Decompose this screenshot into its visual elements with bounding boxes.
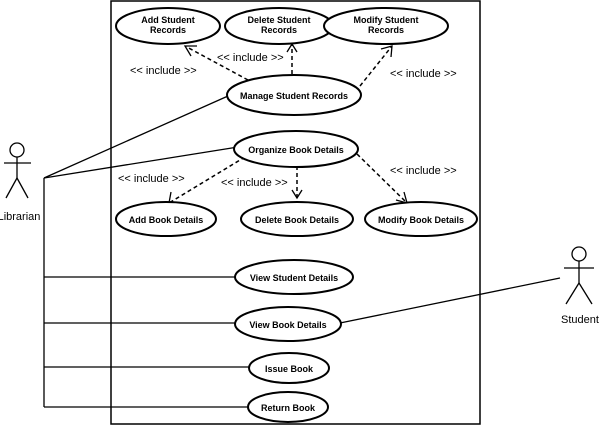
include-organize-to-modify-book — [356, 153, 408, 204]
use-case-modify-student-records[interactable]: Modify Student Records — [323, 7, 449, 45]
include-label-modify-book: << include >> — [390, 165, 457, 177]
librarian-associations — [43, 95, 249, 408]
svg-text:Add Student: Add Student — [141, 15, 195, 25]
svg-text:Modify Book Details: Modify Book Details — [378, 215, 464, 225]
svg-text:Records: Records — [261, 25, 297, 35]
include-manage-to-delete-student — [286, 42, 298, 74]
use-case-delete-book-details[interactable]: Delete Book Details — [240, 201, 354, 237]
association-student-view-book-details — [339, 277, 561, 324]
include-label-add-book: << include >> — [118, 173, 185, 185]
svg-text:Manage Student Records: Manage Student Records — [240, 91, 348, 101]
use-case-view-student-details[interactable]: View Student Details — [234, 259, 354, 295]
use-case-organize-book-details[interactable]: Organize Book Details — [233, 130, 359, 168]
student-actor[interactable]: Student — [561, 246, 599, 326]
svg-text:Organize Book Details: Organize Book Details — [248, 145, 344, 155]
svg-text:View Student Details: View Student Details — [250, 273, 338, 283]
librarian-head — [9, 142, 25, 158]
include-manage-to-add-student — [183, 45, 249, 81]
svg-text:Delete Student: Delete Student — [247, 15, 310, 25]
use-case-add-student-records[interactable]: Add Student Records — [115, 7, 221, 45]
librarian-actor[interactable]: Librarian — [0, 142, 40, 223]
student-head — [571, 246, 587, 262]
svg-text:Issue Book: Issue Book — [265, 364, 314, 374]
use-case-manage-student-records[interactable]: Manage Student Records — [226, 74, 362, 116]
include-manage-to-modify-student — [359, 45, 393, 87]
use-case-return-book[interactable]: Return Book — [247, 391, 329, 423]
include-label-add-student: << include >> — [130, 65, 197, 77]
svg-text:Return Book: Return Book — [261, 403, 316, 413]
svg-text:Records: Records — [150, 25, 186, 35]
include-label-delete-student: << include >> — [217, 52, 284, 64]
association-librarian-organize-book-details — [43, 146, 239, 179]
use-case-view-book-details[interactable]: View Book Details — [234, 306, 342, 342]
svg-text:Delete Book Details: Delete Book Details — [255, 215, 339, 225]
student-label: Student — [561, 314, 599, 326]
use-case-add-book-details[interactable]: Add Book Details — [115, 201, 217, 237]
librarian-label: Librarian — [0, 211, 40, 223]
include-organize-to-delete-book — [291, 166, 303, 200]
use-case-issue-book[interactable]: Issue Book — [248, 352, 330, 384]
association-librarian-manage-student-records — [43, 95, 229, 179]
use-case-modify-book-details[interactable]: Modify Book Details — [364, 201, 478, 237]
svg-text:Add Book Details: Add Book Details — [129, 215, 204, 225]
svg-text:Modify Student: Modify Student — [354, 15, 419, 25]
svg-text:View Book Details: View Book Details — [249, 320, 326, 330]
include-label-modify-student: << include >> — [390, 68, 457, 80]
svg-text:Records: Records — [368, 25, 404, 35]
system-boundary — [110, 0, 481, 425]
include-label-delete-book: << include >> — [221, 177, 288, 189]
use-case-delete-student-records[interactable]: Delete Student Records — [224, 7, 334, 45]
